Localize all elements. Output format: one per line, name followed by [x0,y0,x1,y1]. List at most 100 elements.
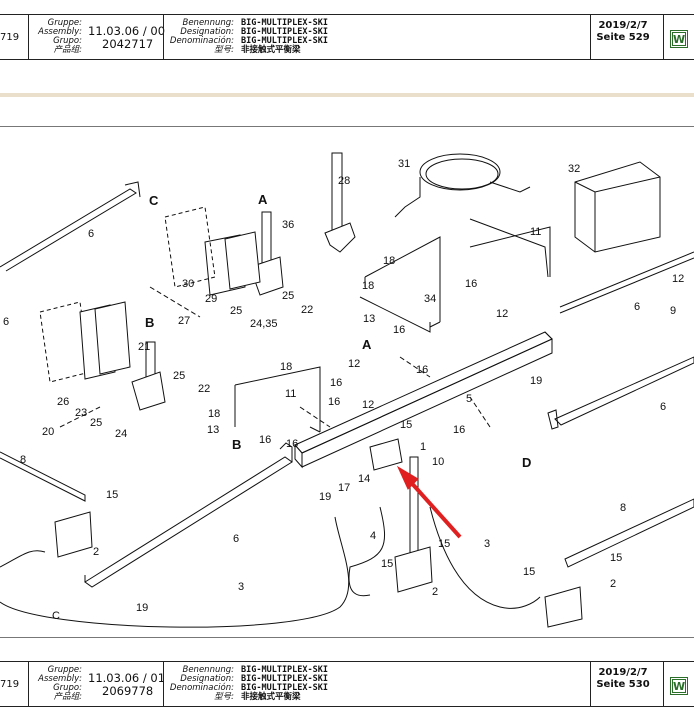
group-labels: Gruppe:Assembly: Grupo:产品组: [38,18,82,55]
svg-text:25: 25 [230,305,242,317]
svg-text:24: 24 [115,428,127,440]
rail-6-left [0,188,137,272]
svg-text:16: 16 [393,324,405,336]
svg-text:29: 29 [205,293,217,305]
group-labels: Gruppe:Assembly: Grupo:产品组: [38,665,82,702]
svg-text:19: 19 [530,375,542,387]
drawing-frame-top [0,126,694,127]
frame-11-left [234,366,321,433]
rail-8-left [0,451,86,502]
case-32 [574,161,661,253]
svg-text:32: 32 [568,163,580,175]
svg-text:16: 16 [416,364,428,376]
svg-text:15: 15 [381,558,393,570]
designation-labels: Benennung:Designation: Denominación:型号: [169,18,234,55]
page-edge-number: 719 [0,679,20,690]
post-28 [324,152,356,253]
svg-text:12: 12 [348,358,360,370]
rail-8-right [564,498,694,568]
group-number: 2042717 [102,37,154,51]
assembly-number: 11.03.06 / 01 [88,671,166,685]
svg-text:24,35: 24,35 [250,318,278,330]
rail-6-right [559,251,694,314]
svg-text:16: 16 [465,278,477,290]
svg-text:21: 21 [138,341,150,353]
svg-text:28: 28 [338,175,350,187]
svg-text:16: 16 [286,438,298,450]
wirtgen-logo: W [670,677,688,695]
svg-text:2: 2 [610,578,616,590]
svg-text:C: C [52,610,60,622]
svg-text:20: 20 [42,426,54,438]
svg-text:A: A [258,192,268,207]
svg-text:10: 10 [432,456,444,468]
svg-text:18: 18 [383,255,395,267]
svg-text:18: 18 [362,280,374,292]
rail-6-center [84,456,293,588]
date-page: 2019/2/7 Seite 530 [591,667,655,691]
svg-text:36: 36 [282,219,294,231]
svg-text:30: 30 [182,278,194,290]
svg-text:16: 16 [453,424,465,436]
svg-text:14: 14 [358,473,370,485]
svg-text:8: 8 [620,502,626,514]
print-date: 2019/2/7 [598,667,648,678]
svg-text:26: 26 [57,396,69,408]
svg-text:15: 15 [400,419,412,431]
svg-text:25: 25 [282,290,294,302]
svg-text:17: 17 [338,482,350,494]
svg-text:2: 2 [93,546,99,558]
exploded-parts-drawing: 6 6 6 6 6 8 8 9 12 28 31 32 36 30 29 25 … [0,152,694,628]
svg-text:34: 34 [424,293,436,305]
bottom-title-block: 719 Gruppe:Assembly: Grupo:产品组: 11.03.06… [0,661,694,707]
section-separator [0,93,694,97]
page-number: Seite 530 [596,679,650,690]
svg-text:6: 6 [660,401,666,413]
svg-text:12: 12 [362,399,374,411]
svg-text:22: 22 [198,383,210,395]
page-edge-number: 719 [0,32,20,43]
svg-text:A: A [362,337,372,352]
svg-text:B: B [232,437,241,452]
svg-text:6: 6 [88,228,94,240]
svg-text:13: 13 [207,424,219,436]
highlight-arrow [406,477,462,539]
svg-text:25: 25 [173,370,185,382]
svg-text:2: 2 [432,586,438,598]
svg-text:11: 11 [530,226,541,238]
date-page: 2019/2/7 Seite 529 [591,20,655,44]
assembly-number: 11.03.06 / 00 [88,24,166,38]
svg-text:1: 1 [420,441,426,453]
svg-text:11: 11 [285,388,296,400]
svg-text:15: 15 [438,538,450,550]
svg-text:5: 5 [466,393,472,405]
svg-text:19: 19 [136,602,148,614]
svg-text:D: D [522,455,531,470]
designation-labels: Benennung:Designation: Denominación:型号: [169,665,234,702]
svg-text:12: 12 [672,273,684,285]
svg-text:15: 15 [610,552,622,564]
svg-text:12: 12 [496,308,508,320]
svg-text:3: 3 [484,538,490,550]
svg-text:18: 18 [208,408,220,420]
svg-text:31: 31 [398,158,410,170]
drawing-frame-bottom [0,637,694,638]
svg-text:15: 15 [106,489,118,501]
svg-text:13: 13 [363,313,375,325]
svg-text:16: 16 [259,434,271,446]
svg-text:6: 6 [634,301,640,313]
svg-text:4: 4 [370,530,376,542]
svg-text:27: 27 [178,315,190,327]
svg-text:22: 22 [301,304,313,316]
part-14 [369,438,403,471]
svg-text:C: C [149,193,159,208]
frame-11-top [364,226,551,328]
svg-text:6: 6 [233,533,239,545]
beam-5 [294,331,553,469]
svg-text:19: 19 [319,491,331,503]
print-date: 2019/2/7 [598,20,648,31]
svg-text:8: 8 [20,454,26,466]
page-number: Seite 529 [596,32,650,43]
